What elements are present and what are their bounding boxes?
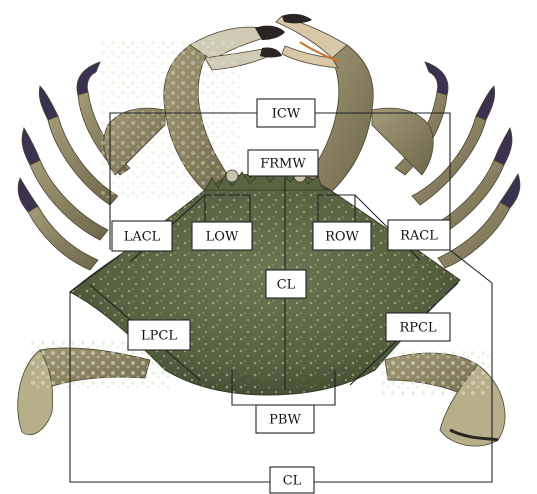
label-rpcl: RPCL — [386, 313, 450, 341]
label-icw-text: ICW — [272, 107, 301, 122]
label-cl-bottom: CL — [270, 467, 314, 493]
label-racl: RACL — [388, 220, 450, 250]
label-low-text: LOW — [206, 230, 239, 245]
label-racl-text: RACL — [400, 229, 438, 244]
label-row: ROW — [313, 222, 371, 250]
label-low: LOW — [192, 222, 252, 250]
label-icw: ICW — [257, 99, 315, 127]
label-lpcl-text: LPCL — [141, 329, 177, 344]
label-lacl-text: LACL — [124, 230, 161, 245]
left-eye — [226, 170, 238, 182]
label-pbw: PBW — [256, 405, 314, 433]
label-row-text: ROW — [325, 230, 359, 245]
label-lacl: LACL — [112, 221, 172, 251]
label-frmw: FRMW — [248, 150, 318, 176]
label-frmw-text: FRMW — [260, 157, 306, 172]
label-lpcl: LPCL — [128, 320, 190, 350]
label-rpcl-text: RPCL — [399, 321, 436, 336]
label-pbw-text: PBW — [269, 413, 301, 428]
label-cl-center-text: CL — [277, 278, 296, 293]
label-cl-bottom-text: CL — [283, 474, 302, 489]
label-cl-center: CL — [266, 270, 306, 298]
